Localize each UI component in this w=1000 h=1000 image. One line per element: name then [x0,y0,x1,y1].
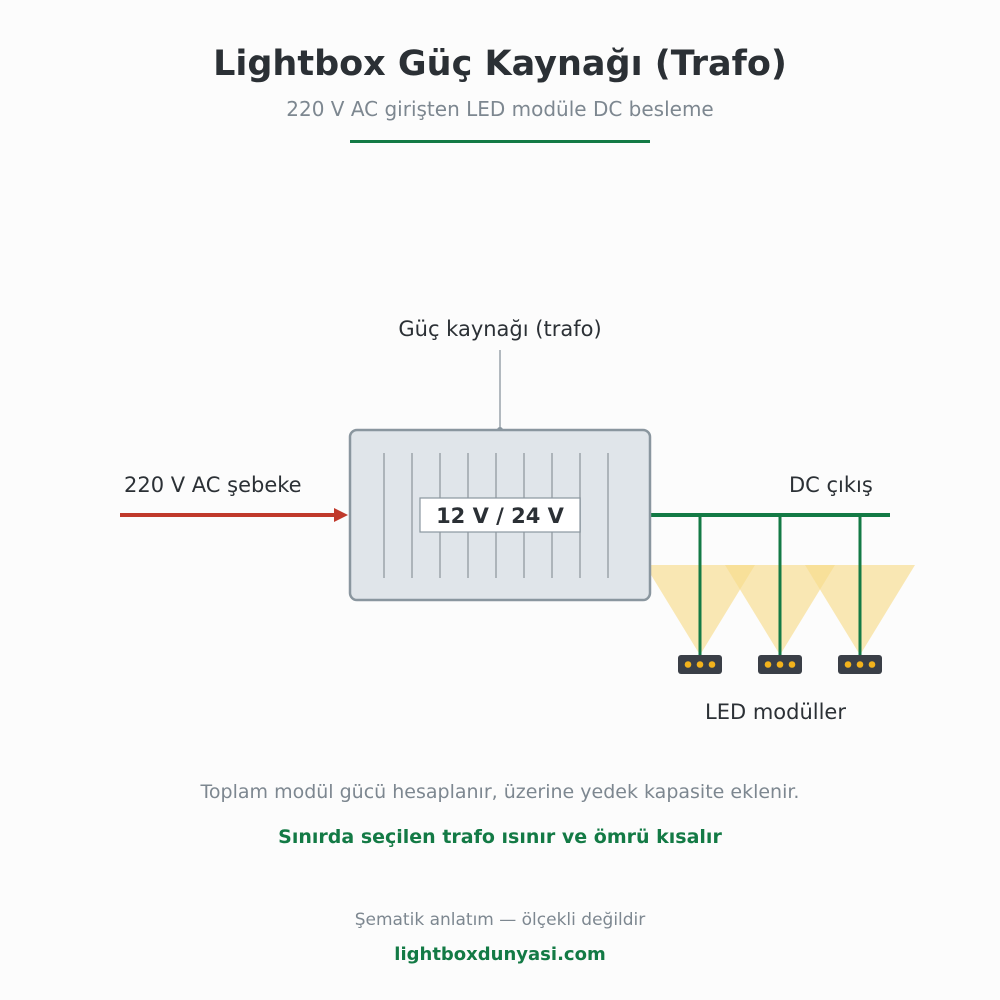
dc-output-label: DC çıkış [789,473,873,497]
led-module-3 [838,655,882,674]
page-title: Lightbox Güç Kaynağı (Trafo) [213,44,787,84]
overheat-warning: Sınırda seçilen trafo ısınır ve ömrü kıs… [278,826,722,848]
page-subtitle: 220 V AC girişten LED modüle DC besleme [286,97,714,121]
psu-label: Güç kaynağı (trafo) [398,317,602,341]
psu-rating-plate [419,497,581,533]
power-supply-unit: 12 V / 24 V [348,428,652,602]
led-module-1 [678,655,722,674]
capacity-note: Toplam modül gücü hesaplanır, üzerine ye… [200,781,800,803]
schematic-disclaimer: Şematik anlatım — ölçekli değildir [354,910,646,930]
psu-rating-text: 12 V / 24 V [436,504,565,528]
ac-input-arrow [334,508,348,522]
site-link[interactable]: lightboxdunyasi.com [394,944,606,965]
ac-input-label: 220 V AC şebeke [124,473,302,497]
led-module-2 [758,655,802,674]
title-divider [350,140,650,143]
led-modules-label: LED modüller [705,700,846,724]
